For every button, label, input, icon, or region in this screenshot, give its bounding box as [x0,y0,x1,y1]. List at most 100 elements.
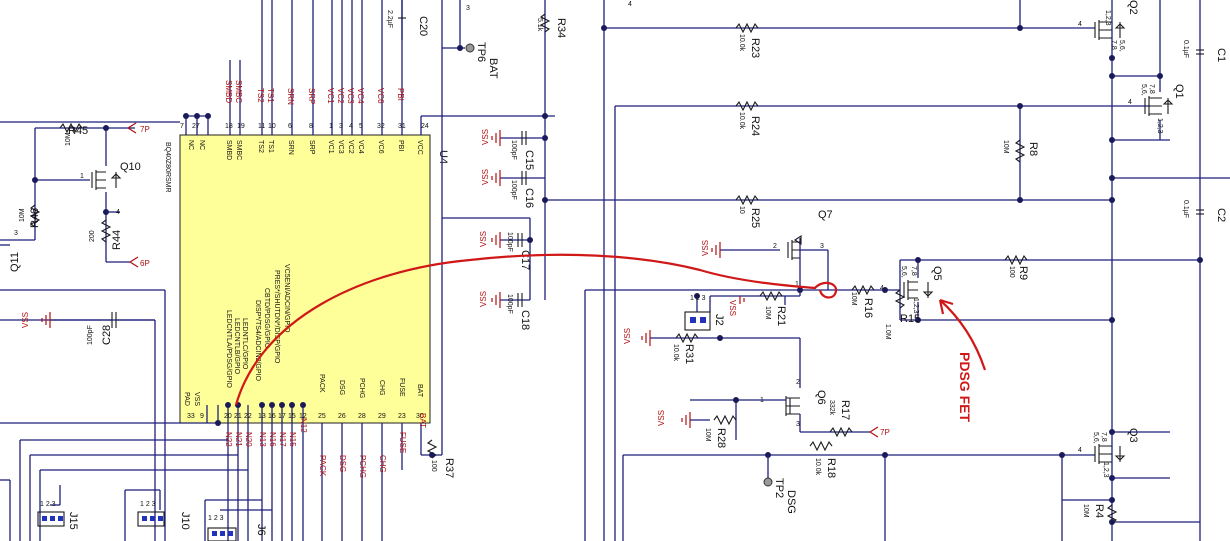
cap-bank [442,130,545,308]
svg-text:11: 11 [258,123,265,130]
j15-connector[interactable] [37,511,65,527]
u4-bottom-nets: N22 N21 N20 N13 N16 N17 N15 N12 PACK DSG… [224,413,427,478]
svg-text:LEDCNTLB/GPIO: LEDCNTLB/GPIO [233,318,240,375]
c2-value: 0.1µF [1182,200,1189,218]
svg-text:SRN: SRN [286,88,295,105]
svg-text:NC: NC [187,140,194,150]
pdsg-trace-markup [234,253,838,406]
q5-pins-56: 5,6, [900,266,907,278]
u4-top-pins [183,0,422,135]
svg-text:CHG: CHG [378,455,387,473]
svg-text:N16: N16 [268,432,277,447]
q5-pin4: 4 [880,285,884,292]
q11-pin3: 3 [14,230,18,237]
q7-ref: Q7 [818,209,833,221]
r28-ref: R28 [715,428,727,448]
resistor-rails [542,0,1230,541]
c20-value: 2.2µF [386,10,393,28]
j6-connector[interactable] [207,527,237,541]
q7-pin3: 3 [820,243,824,250]
svg-text:N21: N21 [234,432,243,447]
r18-ref: R18 [825,458,837,478]
q3-pins-78: 7,8 [1100,432,1107,442]
svg-text:FUSE: FUSE [398,378,405,397]
svg-text:VC1: VC1 [326,88,335,104]
tp6-probe[interactable] [465,43,475,53]
q6-pin2: 2 [796,379,800,386]
svg-text:17: 17 [278,413,286,420]
r44-value: 200 [89,230,96,242]
vss-c18: VSS [479,291,488,307]
tp2-ref: TP2 [773,478,785,498]
q1-pins-78: 7,8 [1148,84,1155,94]
svg-text:15: 15 [288,413,296,420]
c20-circuit [398,0,605,541]
tp6-net: BAT [487,58,499,79]
svg-text:6P: 6P [140,259,150,268]
net-tag-7p-left: 7P [127,122,150,134]
j6-ref: J6 [255,524,267,536]
svg-text:27: 27 [192,123,200,130]
u4-top-pin-numbers: 7 27 18 19 11 10 6 8 1 3 4 5 32 31 24 [180,123,429,130]
vss-c17: VSS [479,231,488,247]
svg-text:28: 28 [358,413,366,420]
j10-connector[interactable] [137,511,165,527]
u4-top-pin-names: NC NC SMBD SMBC TS2 TS1 SRN SRP VC1 VC3 … [187,140,423,160]
q3-pins-56: 5,6, [1092,432,1099,444]
j2-r21-circuit [684,290,783,331]
svg-text:PCHG: PCHG [358,378,365,398]
svg-text:33: 33 [187,413,195,420]
r46-ref: R46 [29,208,41,228]
svg-text:19: 19 [237,123,245,130]
q3-circuit [1059,429,1200,541]
q2-symbol [1094,20,1126,40]
q10-circuit [0,121,180,263]
q2-pins-123: 1,2,3 [1104,10,1111,26]
q6-pin1: 1 [760,397,764,404]
svg-text:12: 12 [299,413,307,420]
svg-text:24: 24 [421,123,429,130]
svg-text:SRP: SRP [308,140,315,155]
q5-pins-78: 7,8 [910,266,917,276]
svg-text:TS1: TS1 [266,88,275,103]
svg-text:DSG: DSG [338,455,347,472]
r25-ref: R25 [749,208,761,228]
c1-ref: C1 [1215,48,1227,62]
q3-pin4: 4 [1078,447,1082,454]
svg-text:VC2: VC2 [347,140,354,154]
j2-pins: 1 2 3 [690,295,706,302]
c15-ref: C15 [523,150,535,170]
r8-ref: R8 [1027,142,1039,156]
r37-circuit [421,439,442,459]
j10-ref: J10 [179,512,191,530]
q11-ref: Q11 [9,252,21,272]
r8-value: 10M [1002,140,1009,154]
svg-text:TS2: TS2 [256,88,265,103]
u4-ic-body[interactable] [179,134,431,424]
svg-text:PBI: PBI [397,140,404,151]
svg-text:13: 13 [258,413,266,420]
u4-bottom-pin-labels: PAD VSS LEDCNTLA/PDSG/GPIO LEDCNTLB/GPIO… [183,264,423,406]
r15-ref: R15 [900,313,920,325]
q1-symbol [1144,96,1174,116]
svg-text:N15: N15 [288,432,297,447]
c28-ref: C28 [101,325,113,345]
svg-text:VC4: VC4 [356,88,365,104]
svg-text:VCC: VCC [416,140,423,155]
c16-value: 100pF [510,180,517,200]
svg-text:N20: N20 [244,432,253,447]
svg-text:NC: NC [198,140,205,150]
q10-ref: Q10 [120,161,141,173]
svg-text:SMBC: SMBC [235,140,242,160]
j2-ref: J2 [713,314,725,326]
svg-text:N22: N22 [224,432,233,447]
u4-bottom-pin-numbers: 33 9 20 21 22 13 16 17 15 12 25 26 28 29… [187,413,424,420]
r34-ref: R34 [555,18,567,38]
q6-ref: Q6 [815,390,827,405]
r45-value: 10M [65,132,72,146]
r31-ref: R31 [683,344,695,364]
tp2-net: DSG [785,490,797,514]
svg-text:1: 1 [329,123,333,130]
svg-text:PCHG: PCHG [358,455,367,478]
tp2-probe[interactable] [763,477,773,487]
